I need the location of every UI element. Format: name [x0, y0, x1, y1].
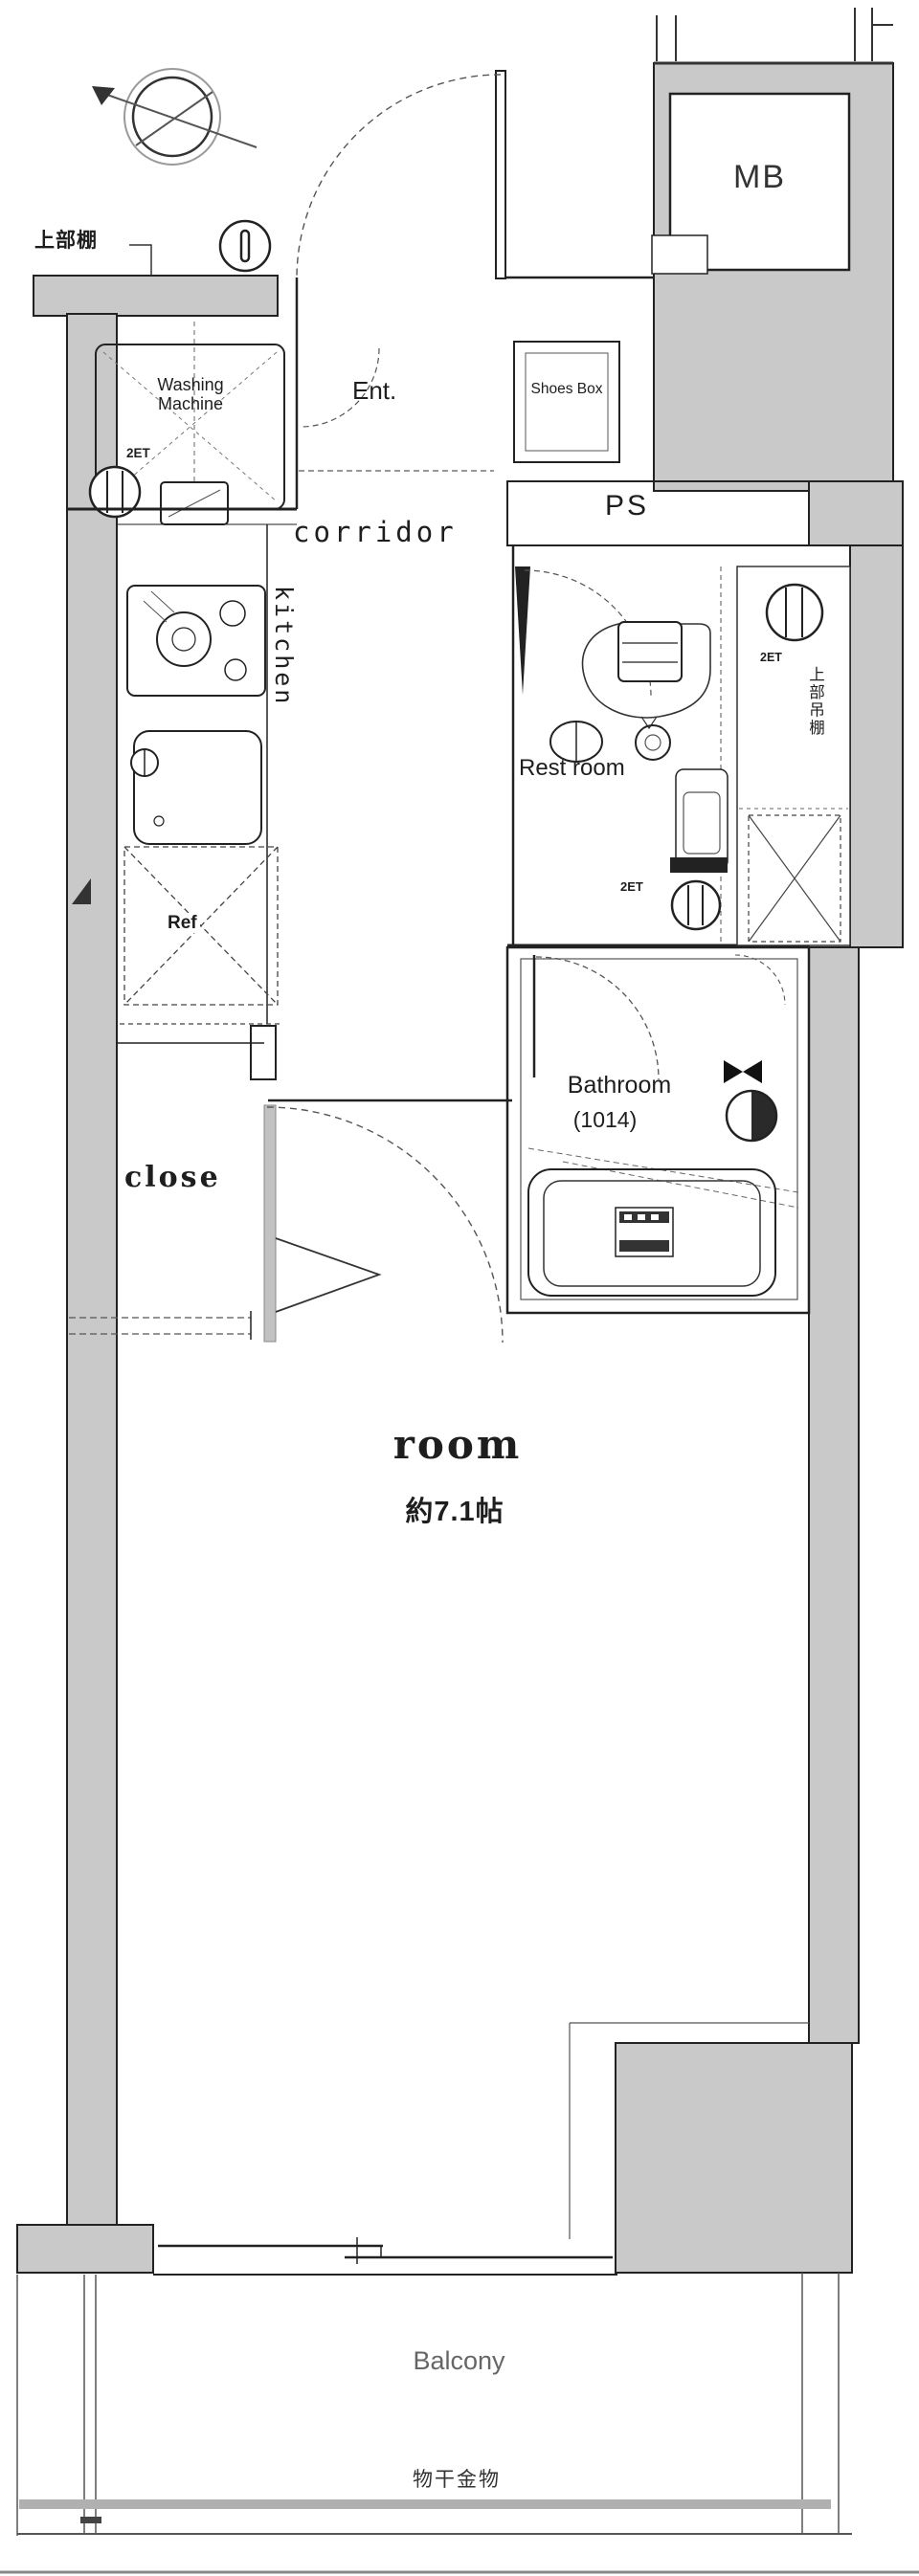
washing-machine-label: Washing Machine — [157, 375, 224, 414]
toilet-icon — [581, 621, 711, 730]
bathtub-icon — [527, 1168, 776, 1297]
wall-continuation-marks — [654, 8, 893, 65]
shower-faucet-icon — [724, 1060, 778, 1143]
entrance-label: Ent. — [352, 376, 397, 405]
shoes-box — [513, 341, 620, 463]
shoes-box-label: Shoes Box — [530, 381, 603, 397]
refrigerator-space — [123, 846, 279, 1006]
upper-shelf-label: 上部棚 — [34, 230, 98, 252]
pipe-space-label: PS — [605, 490, 650, 522]
drain-icon — [635, 724, 671, 761]
room-trim-lines — [569, 2022, 809, 2239]
rest-room-door-swing — [524, 569, 652, 698]
wall-notch — [651, 234, 708, 275]
rest-room-faucet-upper-label: 2ET — [760, 651, 782, 664]
entrance-door-leaf — [495, 70, 506, 279]
closet-area — [69, 1104, 382, 1343]
walls — [16, 62, 904, 2274]
section-marker — [72, 878, 91, 904]
laundry-hardware-label: 物干金物 — [413, 2469, 501, 2491]
balcony-label: Balcony — [413, 2346, 505, 2375]
washroom-door-swing — [300, 347, 380, 428]
room-label: room — [392, 1421, 523, 1468]
corridor-label: corridor — [293, 516, 458, 548]
wall-stub — [250, 1025, 277, 1080]
key-cylinder-icon — [218, 219, 272, 273]
north-arrow-icon — [92, 68, 258, 166]
vanity-icon — [670, 768, 728, 873]
stove-icon — [126, 585, 266, 697]
storage-strip — [736, 566, 851, 946]
paper-holder-icon — [549, 721, 603, 763]
bathroom-door-swing — [535, 956, 660, 1080]
rest-room-faucet-lower-label: 2ET — [620, 879, 643, 894]
kitchen-label: kitchen — [270, 586, 298, 707]
closet-label: close — [124, 1161, 221, 1194]
meter-box-label: MB — [733, 159, 786, 195]
sink-icon — [130, 730, 262, 845]
entrance-area — [295, 70, 654, 509]
laundry-pole-bar — [19, 2499, 831, 2509]
upper-shelf-leader — [129, 244, 195, 501]
faucet-icon — [88, 465, 142, 519]
wall-cabinet-icon — [748, 814, 841, 943]
refrigerator-label: Ref — [165, 913, 200, 934]
washing-machine-faucet-label: 2ET — [126, 446, 150, 460]
rest-room-door-leaf — [515, 566, 530, 695]
balcony-window — [153, 2237, 617, 2276]
faucet-icon — [670, 879, 722, 931]
rest-room-label: Rest room — [519, 755, 625, 781]
bathroom-area — [505, 945, 811, 1315]
balcony-divider-foot — [80, 2517, 101, 2523]
room-area-label: 約7.1帖 — [405, 1497, 504, 1527]
room-door-swing — [266, 1106, 504, 1344]
upper-hanging-shelf-label: 上部吊棚 — [806, 666, 824, 737]
faucet-icon — [765, 583, 824, 642]
folding-door-icon — [275, 1237, 382, 1313]
bathroom-label: Bathroom — [567, 1072, 672, 1099]
entrance-door-swing — [296, 74, 502, 279]
bathroom-size-label: (1014) — [572, 1107, 638, 1132]
pipe-space-box — [506, 480, 810, 546]
balcony-outline — [16, 2273, 852, 2536]
